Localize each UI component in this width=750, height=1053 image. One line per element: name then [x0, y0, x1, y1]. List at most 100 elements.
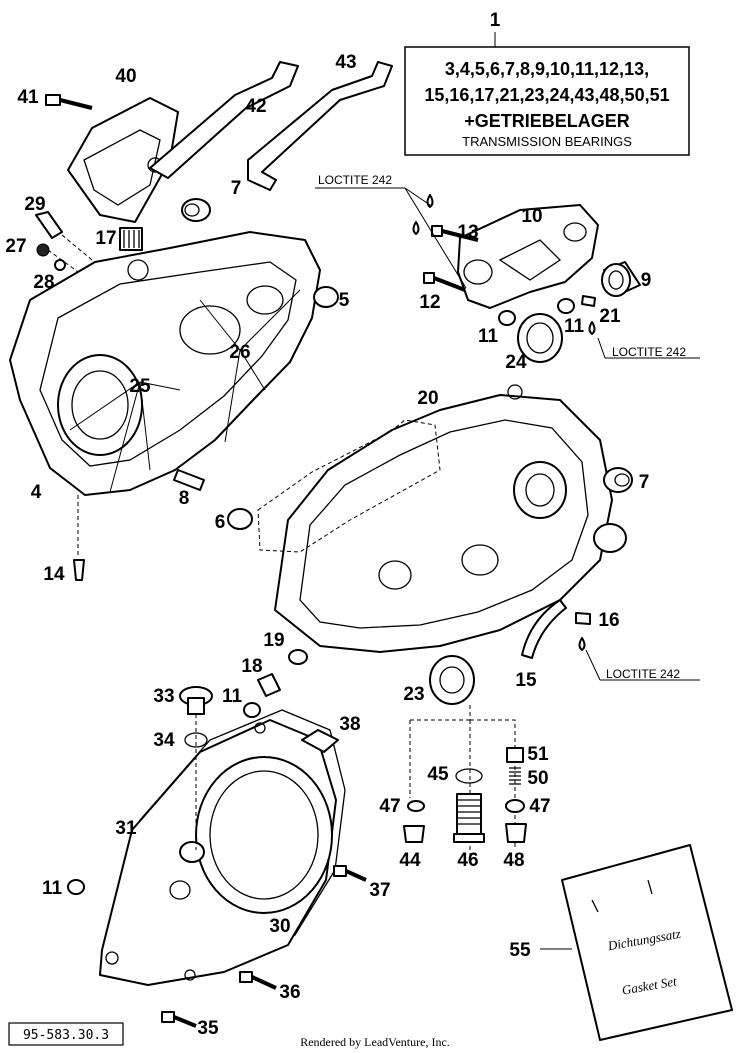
loctite-drop-icon [588, 321, 596, 335]
part-42-chain-guide [149, 61, 299, 179]
callout-24: 24 [505, 352, 527, 373]
callout-6: 6 [215, 512, 226, 533]
part-24-bearing-ring [517, 313, 563, 363]
callout-27: 27 [5, 236, 26, 257]
callout-5: 5 [339, 290, 350, 311]
callout-13: 13 [457, 222, 478, 243]
callout-15: 15 [515, 670, 537, 691]
callout-18: 18 [241, 656, 262, 677]
callout-12: 12 [419, 292, 440, 313]
part-21-screw [581, 295, 596, 307]
callout-38: 38 [339, 714, 360, 735]
part-47-washer [407, 800, 425, 812]
kit-box: 3,4,5,6,7,8,9,10,11,12,13, 15,16,17,21,2… [404, 32, 690, 156]
callout-31: 31 [115, 818, 137, 839]
part-8-stud [173, 469, 205, 491]
part-4-left-crankcase [9, 231, 321, 555]
part-41-bolt [45, 94, 93, 110]
note-loctite-bottom: LOCTITE 242 [606, 667, 680, 681]
part-51-cap [506, 747, 524, 763]
callout-29: 29 [24, 194, 45, 215]
callout-16: 16 [598, 610, 619, 631]
callout-47a: 47 [379, 796, 400, 817]
loctite-drop-icon [578, 637, 586, 651]
kit-box-line-4: TRANSMISSION BEARINGS [462, 134, 632, 149]
part-23-bearing [429, 655, 475, 705]
callout-8: 8 [179, 488, 190, 509]
callout-55: 55 [509, 940, 531, 961]
callout-7b: 7 [639, 472, 650, 493]
kit-box-line-2: 15,16,17,21,23,24,43,48,50,51 [424, 85, 669, 105]
part-11-dowel [557, 298, 575, 314]
callout-34: 34 [153, 730, 175, 751]
part-36-bolt [239, 971, 277, 990]
part-27-plug [36, 243, 50, 257]
part-15-clip [521, 599, 567, 659]
callout-43: 43 [335, 52, 356, 73]
kit-box-line-1: 3,4,5,6,7,8,9,10,11,12,13, [445, 59, 649, 79]
callout-35: 35 [197, 1018, 219, 1039]
part-34-o-ring [184, 732, 208, 748]
callout-41: 41 [17, 87, 39, 108]
callout-33: 33 [153, 686, 174, 707]
part-43-chain-slider [247, 61, 393, 191]
part-11-dowel [243, 702, 261, 718]
part-40-sprocket-cover [67, 97, 179, 223]
callout-7a: 7 [231, 178, 242, 199]
part-6-bushing [227, 508, 253, 530]
part-14-screw [73, 559, 85, 581]
callout-37: 37 [369, 880, 390, 901]
callout-23: 23 [403, 684, 424, 705]
callout-11b: 11 [478, 326, 499, 347]
part-13-bolt [431, 225, 479, 242]
callout-25: 25 [129, 376, 151, 397]
callout-14: 14 [43, 564, 65, 585]
part-30-clutch-cover [99, 719, 337, 986]
part-37-bolt [333, 865, 367, 882]
callout-28: 28 [33, 272, 54, 293]
part-20-right-crankcase [274, 384, 627, 653]
loctite-drop-icon [426, 194, 434, 208]
callout-48: 48 [503, 850, 524, 871]
part-12-bolt [423, 272, 466, 292]
callout-20: 20 [417, 388, 438, 409]
callout-36: 36 [279, 982, 300, 1003]
callout-11a: 11 [564, 316, 585, 337]
note-loctite-top: LOCTITE 242 [318, 173, 392, 187]
render-credit: Rendered by LeadVenture, Inc. [300, 1035, 450, 1049]
callout-1: 1 [490, 10, 501, 31]
kit-box-line-3: +GETRIEBELAGER [464, 111, 630, 131]
part-29-breather [35, 211, 63, 239]
callout-45: 45 [427, 764, 449, 785]
part-47-washer [505, 799, 525, 813]
note-loctite-right: LOCTITE 242 [612, 345, 686, 359]
part-38-bracket [301, 729, 339, 753]
part-5-bushing [313, 286, 339, 308]
callout-26: 26 [229, 342, 250, 363]
part-50-spring [509, 767, 521, 785]
part-35-bolt [161, 1011, 197, 1028]
callout-51: 51 [527, 744, 549, 765]
reference-number-box: 95-583.30.3 [8, 1022, 124, 1046]
part-55-gasket-bag: Dichtungssatz Gasket Set [561, 844, 733, 1041]
part-11-dowel [498, 310, 516, 326]
part-7-bushing-right [603, 467, 633, 493]
part-11-dowel [67, 879, 85, 895]
callout-4: 4 [31, 482, 42, 503]
callout-17: 17 [95, 228, 116, 249]
reference-number: 95-583.30.3 [23, 1028, 109, 1043]
part-7-bushing-upper [181, 198, 211, 222]
part-17-bearing [119, 227, 143, 251]
callout-50: 50 [527, 768, 548, 789]
loctite-drop-icon [412, 221, 420, 235]
part-18-plug [257, 673, 281, 697]
callout-11c: 11 [222, 686, 243, 707]
part-48-plug [505, 823, 527, 843]
callout-44: 44 [399, 850, 421, 871]
callout-10: 10 [521, 206, 542, 227]
part-16-screw [575, 612, 591, 625]
part-19-washer [288, 649, 308, 665]
callout-42: 42 [245, 96, 266, 117]
callout-21: 21 [599, 306, 621, 327]
